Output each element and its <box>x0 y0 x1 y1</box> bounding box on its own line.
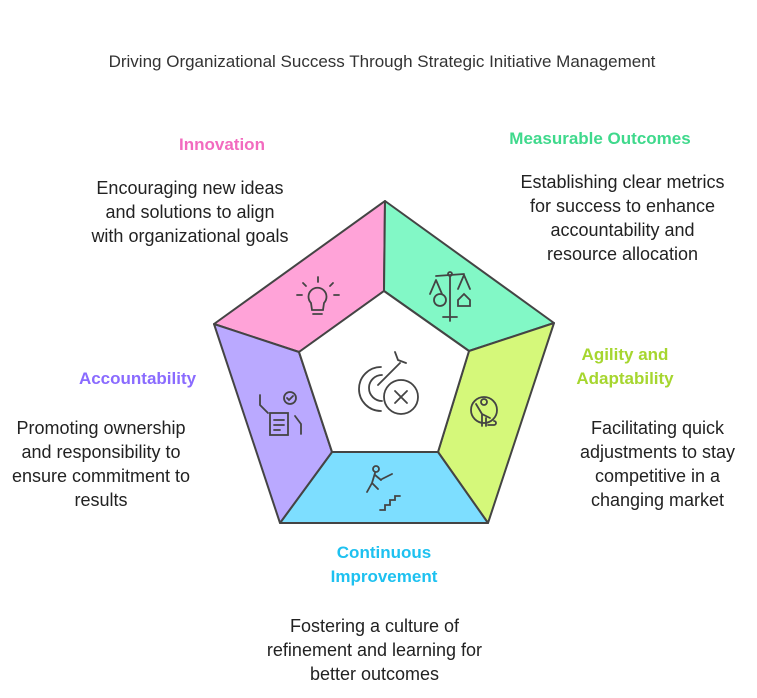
agile-person-icon <box>470 396 498 427</box>
climbing-stairs-icon <box>366 465 401 511</box>
heading-continuous-improvement: Continuous Improvement <box>330 543 438 586</box>
lightbulb-icon <box>296 276 340 315</box>
text-agility: Facilitating quick adjustments to stay c… <box>579 418 736 510</box>
target-missed-icon <box>358 351 419 415</box>
heading-agility: Agility and Adaptability <box>576 345 674 388</box>
text-measurable-outcomes: Establishing clear metrics for success t… <box>520 172 725 264</box>
balance-scale-icon <box>429 271 471 322</box>
diagram-title: Driving Organizational Success Through S… <box>108 52 656 71</box>
text-accountability: Promoting ownership and responsibility t… <box>11 418 191 510</box>
text-innovation: Encouraging new ideas and solutions to a… <box>91 178 289 246</box>
text-continuous-improvement: Fostering a culture of refinement and le… <box>266 616 483 684</box>
checklist-hands-icon <box>259 391 302 436</box>
center-pentagon <box>298 290 470 453</box>
heading-measurable-outcomes: Measurable Outcomes <box>509 129 691 148</box>
heading-innovation: Innovation <box>179 135 265 154</box>
heading-accountability: Accountability <box>78 369 197 388</box>
